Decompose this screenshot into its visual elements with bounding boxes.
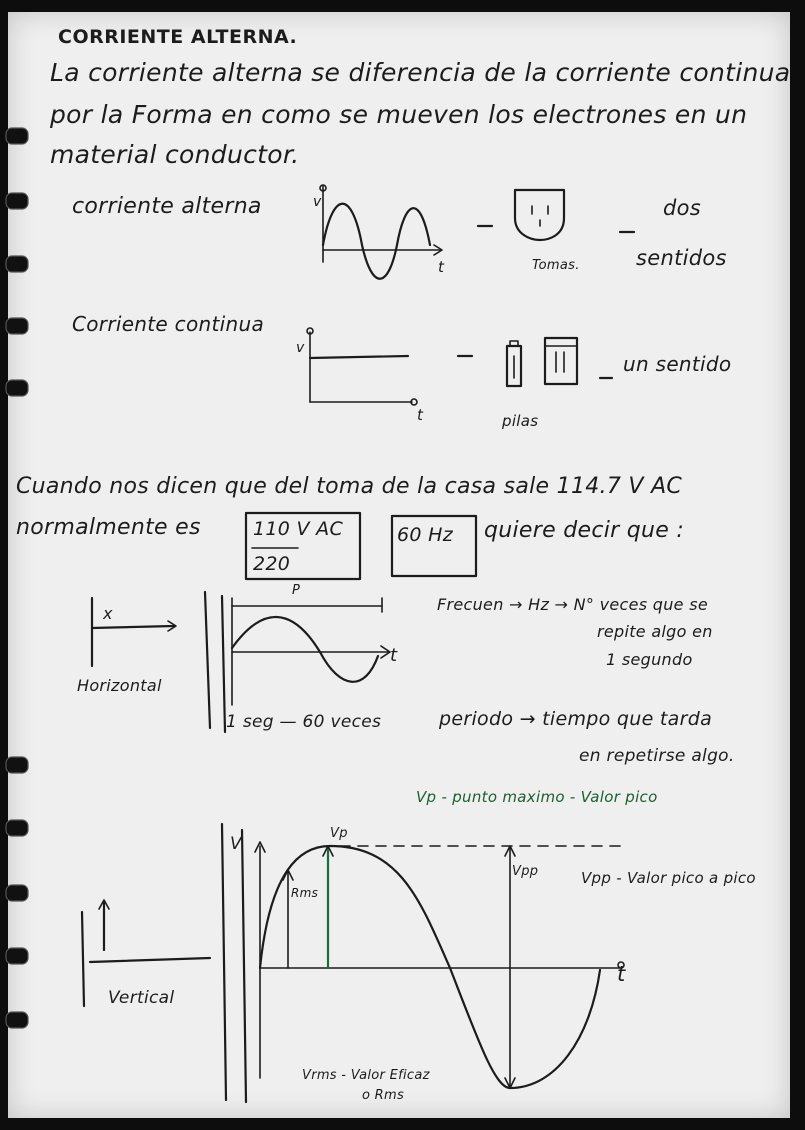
- paper-sheet: [8, 12, 790, 1118]
- frequency-box: 60 Hz: [397, 524, 453, 546]
- horizontal-diagram: [90, 596, 177, 668]
- frequency-note-1: Frecuen → Hz → N° veces que se: [437, 595, 708, 614]
- vpp-note: Vpp - Valor pico a pico: [581, 869, 756, 887]
- rms-label: Rms: [291, 886, 319, 900]
- horizontal-axis-x: x: [103, 604, 113, 623]
- intro-line-2: por la Forma en como se mueven los elect…: [50, 100, 748, 129]
- peak-waveform-graph: [254, 841, 629, 1090]
- section3-axis-v: V: [230, 834, 242, 854]
- intro-line-3: material conductor.: [50, 140, 300, 169]
- vp-note: Vp - punto maximo - Valor pico: [416, 788, 658, 806]
- dc-graph: [306, 327, 418, 406]
- page-title: CORRIENTE ALTERNA.: [58, 26, 298, 48]
- period-note-2: en repetirse algo.: [579, 746, 735, 766]
- frequency-note-2: repite algo en: [597, 622, 713, 641]
- ac-waveform-graph: [319, 184, 443, 280]
- dc-axis-v: v: [296, 340, 305, 356]
- ac-direction-2: sentidos: [636, 246, 727, 270]
- horizontal-label: Horizontal: [77, 676, 162, 695]
- voltage-box: [244, 511, 362, 581]
- dc-label: Corriente continua: [72, 312, 265, 336]
- period-marker: P: [292, 583, 301, 598]
- dc-axis-t: t: [417, 406, 424, 424]
- vpp-label: Vpp: [512, 864, 539, 879]
- intro-line-1: La corriente alterna se diferencia de la…: [50, 58, 791, 87]
- voltage-box-bottom: 220: [253, 553, 291, 575]
- vertical-label: Vertical: [108, 988, 175, 1008]
- section3-axis-t: t: [617, 962, 626, 986]
- outlet-caption: Tomas.: [532, 258, 580, 273]
- frequency-box-frame: [390, 514, 478, 578]
- ac-label: corriente alterna: [72, 194, 262, 219]
- outlet-icon: [513, 188, 566, 242]
- ac-direction-1: dos: [663, 196, 702, 220]
- sine-axis-t: t: [390, 645, 398, 666]
- rms-note-2: o Rms: [362, 1088, 405, 1103]
- ac-axis-v: v: [313, 194, 322, 210]
- seconds-note: 1 seg — 60 veces: [226, 712, 382, 732]
- ac-axis-t: t: [438, 258, 445, 276]
- battery-icon: [505, 336, 579, 388]
- dc-direction: un sentido: [623, 352, 732, 376]
- rms-note-1: Vrms - Valor Eficaz: [302, 1068, 430, 1083]
- voltage-box-top: 110 V AC: [253, 518, 344, 540]
- paragraph-line-2a: normalmente es: [16, 515, 201, 540]
- frequency-note-3: 1 segundo: [606, 650, 693, 669]
- period-note-1: periodo → tiempo que tarda: [439, 708, 713, 730]
- paragraph-line-2b: quiere decir que :: [484, 518, 685, 543]
- vp-label: Vp: [330, 826, 348, 841]
- battery-caption: pilas: [502, 412, 539, 430]
- vertical-diagram: [80, 899, 212, 1008]
- paragraph-line-1: Cuando nos dicen que del toma de la casa…: [16, 474, 683, 499]
- period-sine-graph: [230, 597, 391, 706]
